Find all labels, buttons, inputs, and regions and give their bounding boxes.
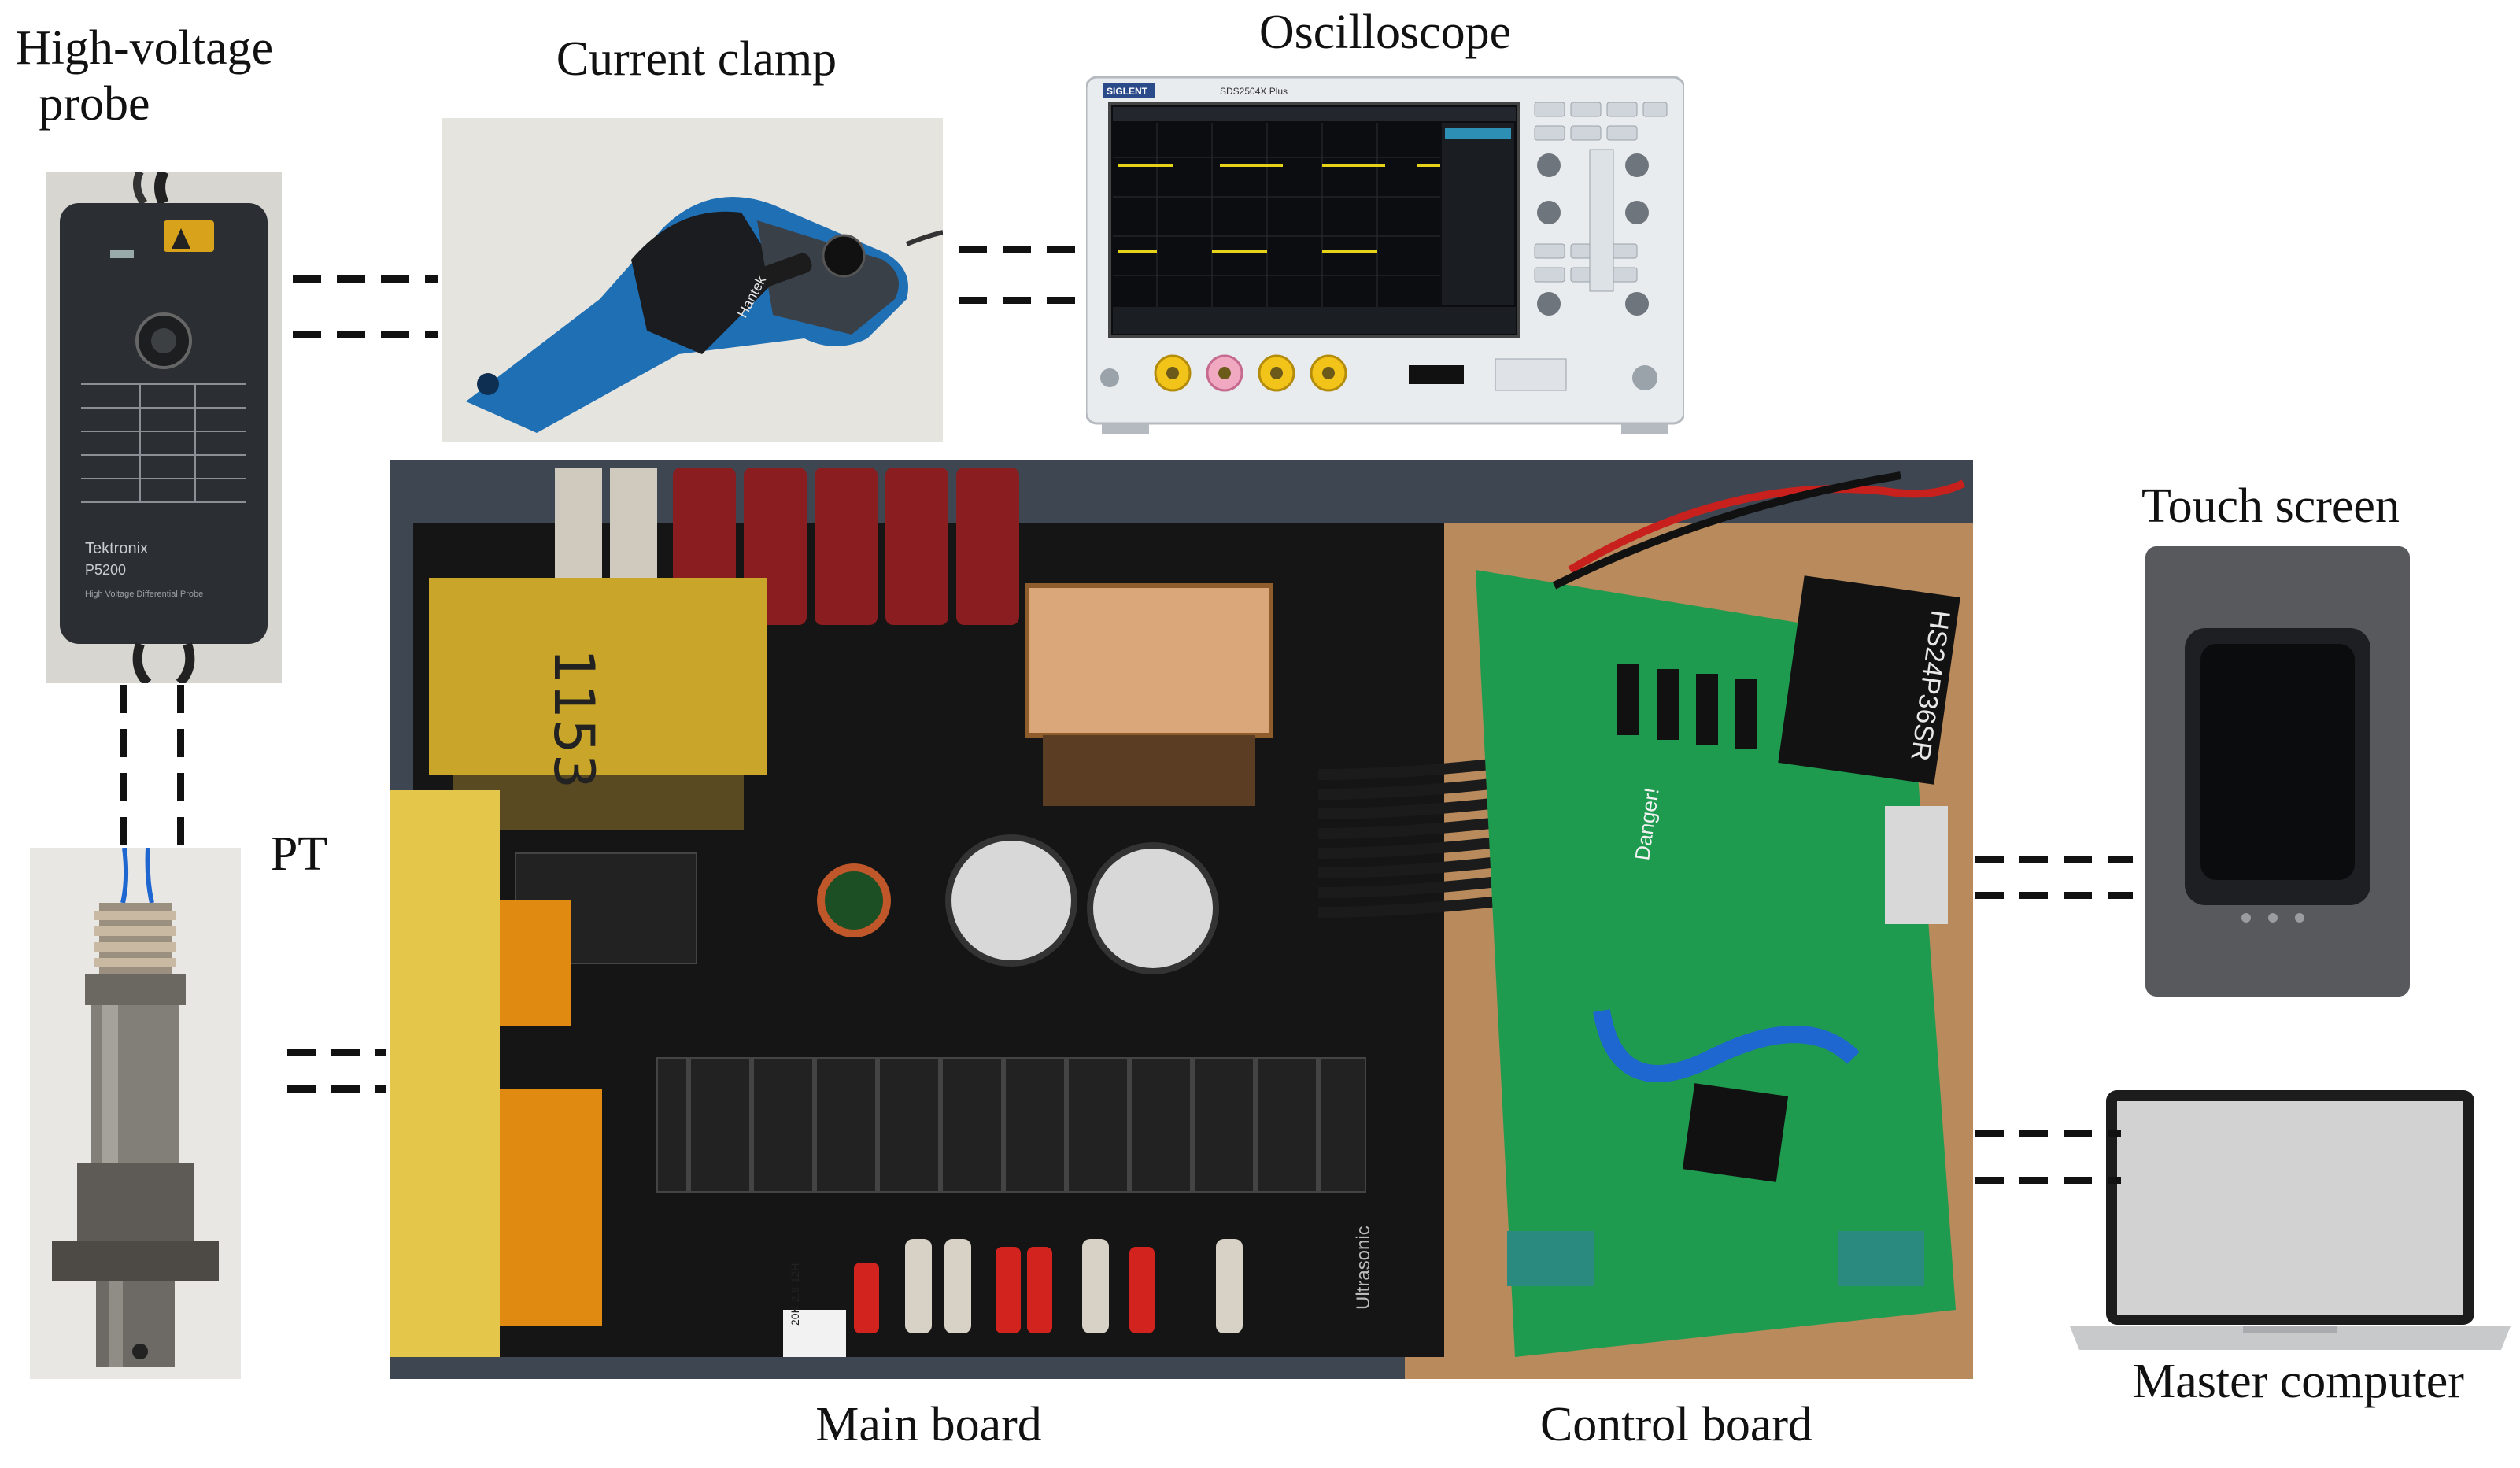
board-laptop-line-2 — [1975, 1177, 2121, 1184]
hv-probe-photo: Tektronix P5200 High Voltage Differentia… — [46, 172, 282, 683]
scope-model-text: SDS2504X Plus — [1220, 86, 1288, 97]
board-label-text: 20K-2.8-12H — [789, 1263, 801, 1326]
main-board-mark-text: Ultrasonic — [1353, 1226, 1374, 1310]
touch-screen-label: Touch screen — [2141, 479, 2400, 533]
hv-probe-label-line1: High-voltage — [16, 21, 274, 75]
board-laptop-line-1 — [1975, 1130, 2121, 1137]
pt-photo — [30, 848, 241, 1379]
laptop-photo — [2070, 1082, 2511, 1354]
main-board: 1153 — [390, 468, 1444, 1357]
probe-desc-text: High Voltage Differential Probe — [85, 590, 203, 599]
clamp-scope-line-1 — [959, 246, 1084, 253]
boards-photo: 1153 — [390, 460, 1973, 1379]
ink-note-text: 1153 — [541, 649, 606, 789]
hv-probe-label: High-voltage probe — [16, 20, 274, 133]
oscilloscope-label: Oscilloscope — [1258, 6, 1512, 59]
master-computer-label: Master computer — [2132, 1355, 2464, 1408]
probe-model-text: P5200 — [85, 562, 126, 578]
control-board-label: Control board — [1539, 1398, 1813, 1451]
probe-clamp-line-2 — [293, 331, 438, 338]
clamp-scope-line-2 — [959, 297, 1084, 304]
probe-brand-text: Tektronix — [85, 540, 148, 557]
probe-clamp-line-1 — [293, 275, 438, 283]
pt-board-line-2 — [287, 1085, 386, 1093]
oscilloscope-photo: SIGLENT SDS2504X Plus — [1086, 71, 1684, 438]
current-clamp-photo: Hantek — [442, 118, 943, 442]
pt-label: PT — [270, 827, 328, 881]
probe-pt-line-1 — [120, 685, 127, 858]
pt-board-line-1 — [287, 1049, 386, 1056]
hv-probe-label-line2: probe — [39, 77, 150, 131]
probe-pt-line-2 — [177, 685, 184, 858]
touch-screen-photo — [2139, 542, 2416, 1002]
current-clamp-label: Current clamp — [556, 32, 837, 86]
scope-brand-text: SIGLENT — [1107, 86, 1148, 97]
main-board-label: Main board — [815, 1398, 1042, 1451]
control-board: HS24P36SR Danger! — [1476, 570, 1960, 1357]
board-touch-line-2 — [1975, 892, 2133, 899]
board-touch-line-1 — [1975, 856, 2133, 863]
